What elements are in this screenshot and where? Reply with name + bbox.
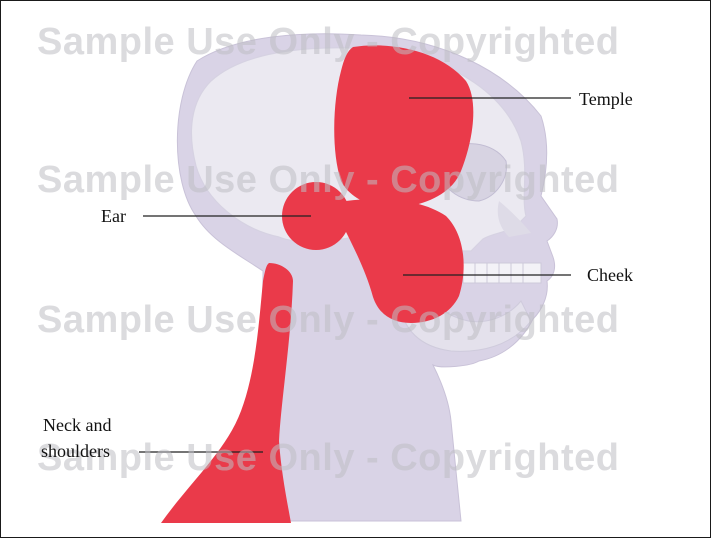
temple-area (334, 45, 473, 208)
label-cheek: Cheek (587, 265, 633, 285)
label-ear: Ear (101, 206, 126, 226)
label-neck-line1: Neck and (43, 415, 111, 435)
neck-shoulder-area (161, 263, 293, 523)
label-neck-line2: shoulders (41, 441, 110, 461)
label-temple: Temple (579, 89, 633, 109)
